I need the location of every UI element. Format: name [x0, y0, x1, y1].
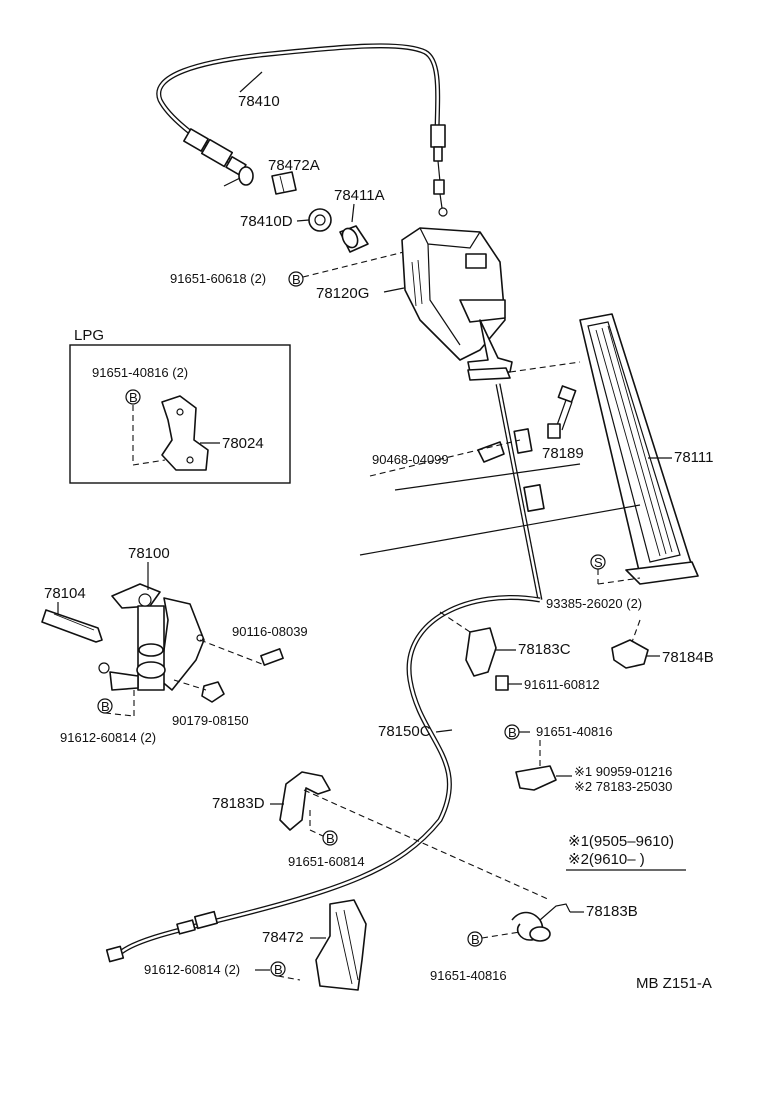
grommet-78410D	[308, 208, 332, 232]
legend-row1: ※1(9505–9610)	[568, 833, 674, 850]
bushing-78411A	[339, 225, 369, 253]
pedal-assembly-78100	[98, 583, 205, 691]
nut-90179	[201, 681, 225, 703]
label-91612-60814-b: 91612-60814 (2)	[144, 962, 240, 977]
clip-78472A	[271, 171, 297, 195]
label-78183B: 78183B	[586, 903, 638, 920]
diagram-code: MB Z151-A	[636, 975, 712, 992]
label-91612-60814: 91612-60814 (2)	[60, 730, 156, 745]
marker-b-1: B	[292, 272, 301, 287]
label-78111: 78111	[674, 449, 714, 466]
legend-row2: ※2(9610– )	[568, 851, 645, 868]
spring-78183B	[511, 903, 571, 942]
label-91611: 91611-60812	[524, 677, 600, 692]
label-78472A: 78472A	[268, 157, 320, 174]
rod-78104	[41, 609, 103, 643]
label-78184B: 78184B	[662, 649, 714, 666]
label-78410: 78410	[238, 93, 280, 110]
label-78150C: 78150C	[378, 723, 431, 740]
bolt-78189	[547, 385, 577, 439]
label-90116: 90116-08039	[232, 624, 308, 639]
label-91651-60814: 91651-60814	[288, 854, 365, 869]
label-78472: 78472	[262, 929, 304, 946]
bolt-91611	[495, 675, 509, 691]
cable-78150C	[105, 595, 541, 963]
pedal-lever	[467, 367, 545, 601]
label-78189: 78189	[542, 445, 584, 462]
marker-s: S	[594, 555, 603, 570]
label-78411A: 78411A	[334, 187, 385, 204]
label-91651-60618: 91651-60618 (2)	[170, 271, 266, 286]
label-90468: 90468-04099	[372, 452, 449, 467]
stud-90116	[260, 648, 284, 666]
bracket-78472	[315, 899, 367, 991]
bracket-78183C	[465, 627, 497, 677]
label-91651-40816-b: 91651-40816	[430, 968, 507, 983]
label-78120G: 78120G	[316, 285, 369, 302]
label-93385: 93385-26020 (2)	[546, 596, 642, 611]
label-note2: ※2 78183-25030	[574, 779, 672, 794]
label-78104: 78104	[44, 585, 86, 602]
cable-78410	[156, 43, 448, 217]
marker-b-2: B	[508, 725, 517, 740]
label-91651-40816-a: 91651-40816	[536, 724, 613, 739]
label-78024: 78024	[222, 435, 264, 452]
label-78183D: 78183D	[212, 795, 265, 812]
pedal-bracket-78120G	[401, 227, 513, 373]
pedal-pad-78111	[579, 313, 699, 585]
bracket-78183D	[279, 771, 331, 831]
bracket-78183-25030	[515, 765, 557, 791]
marker-b-6: B	[274, 962, 283, 977]
floor-line	[359, 504, 641, 556]
marker-b-lpg: B	[129, 390, 138, 405]
label-note1: ※1 90959-01216	[574, 764, 672, 779]
marker-b-3: B	[101, 699, 110, 714]
marker-b-4: B	[326, 831, 335, 846]
lpg-inset	[69, 344, 291, 484]
lpg-title: LPG	[74, 327, 104, 344]
label-91651-40816-2: 91651-40816 (2)	[92, 365, 188, 380]
legend: ※1(9505–9610) ※2(9610– )	[566, 833, 686, 871]
marker-b-5: B	[471, 932, 480, 947]
bracket-78184B	[611, 639, 649, 669]
clip-90468	[477, 441, 505, 463]
label-78183C: 78183C	[518, 641, 571, 658]
label-78410D: 78410D	[240, 213, 293, 230]
label-78100: 78100	[128, 545, 170, 562]
label-90179: 90179-08150	[172, 713, 249, 728]
